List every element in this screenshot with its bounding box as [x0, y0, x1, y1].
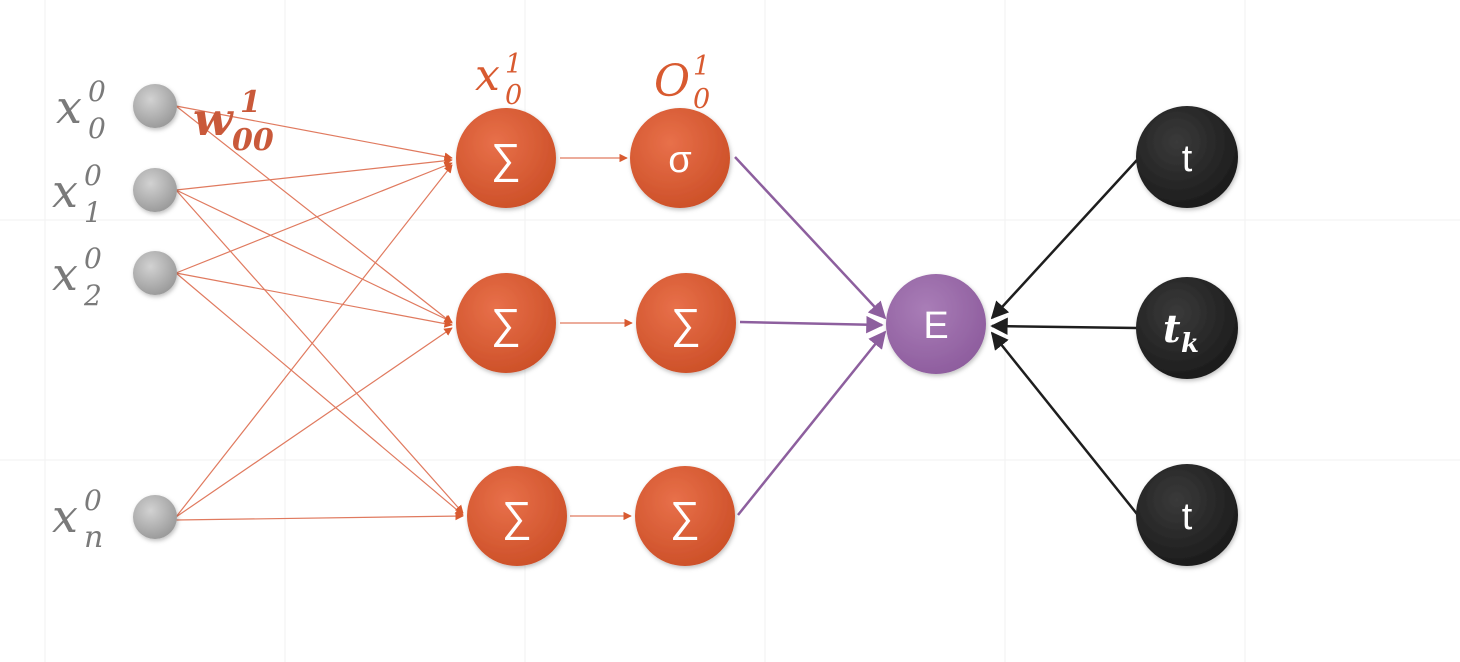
activation-node-1-label: ∑ — [671, 300, 701, 347]
svg-text:0: 0 — [693, 84, 710, 115]
target-node-2 — [1136, 464, 1238, 566]
svg-text:1: 1 — [240, 85, 261, 120]
target-node-0 — [1136, 106, 1238, 208]
sum-label: x 1 0 — [475, 49, 522, 111]
edge-x0-s0 — [175, 105, 453, 161]
activation-node-2 — [635, 466, 735, 566]
svg-text:1: 1 — [505, 49, 522, 80]
activation-layer — [630, 108, 736, 566]
input-label-0-sup: 0 — [88, 75, 106, 108]
error-edges — [734, 156, 887, 516]
input-label-1-sub: 1 — [84, 196, 102, 229]
sum-layer — [456, 108, 567, 566]
input-label-2: x — [52, 247, 78, 301]
input-edges — [175, 105, 464, 521]
input-layer — [133, 84, 177, 539]
edge-x2-s2 — [175, 272, 464, 516]
target-node-2-label: t — [1182, 496, 1193, 538]
input-label-2-sub: 2 — [83, 279, 102, 312]
input-label-1: x — [52, 164, 78, 218]
target-layer — [1136, 106, 1238, 566]
error-node-label: E — [923, 305, 948, 347]
activation-node-2-label: ∑ — [670, 493, 700, 540]
input-node-1 — [133, 168, 177, 212]
edge-x1-s0 — [175, 156, 453, 191]
input-label-n-sub: n — [84, 520, 103, 555]
input-label-0-sub: 0 — [88, 112, 106, 145]
edge-x0-s2 — [175, 189, 464, 514]
edge-x2-s0 — [175, 161, 453, 274]
sum-node-0 — [456, 108, 556, 208]
input-node-n — [133, 495, 177, 539]
input-labels: x 0 0 x 0 1 x 0 2 x 0 n — [52, 75, 106, 555]
input-node-2 — [133, 251, 177, 295]
target-node-labels: t t k t — [1163, 138, 1199, 538]
sum-node-1 — [456, 273, 556, 373]
edge-x2-s1 — [175, 272, 453, 328]
svg-text:0: 0 — [505, 80, 522, 111]
input-label-0: x — [56, 80, 82, 134]
svg-text:00: 00 — [232, 123, 274, 158]
svg-text:x: x — [475, 50, 500, 101]
target-edges — [990, 159, 1138, 515]
sum-node-labels: ∑ ∑ ∑ — [491, 135, 532, 540]
output-label: O 1 0 — [654, 51, 710, 115]
target-node-0-label: t — [1182, 138, 1193, 180]
activation-node-0-label: σ — [668, 139, 691, 181]
sum-node-2 — [467, 466, 567, 566]
svg-text:1: 1 — [693, 51, 710, 82]
activation-node-1 — [636, 273, 736, 373]
input-label-n: x — [52, 489, 78, 543]
edge-xn-s0 — [175, 164, 453, 518]
input-label-2-sup: 0 — [84, 242, 102, 275]
svg-text:O: O — [654, 56, 690, 107]
weight-label: w 1 00 — [193, 85, 274, 158]
activation-node-labels: σ ∑ ∑ — [668, 139, 701, 540]
target-node-k — [1136, 277, 1238, 379]
sum-node-0-label: ∑ — [491, 135, 521, 182]
target-node-k-sub: k — [1181, 329, 1199, 359]
edge-xn-s2 — [175, 511, 464, 521]
target-node-k-label: t — [1163, 306, 1181, 351]
input-node-0 — [133, 84, 177, 128]
input-label-1-sup: 0 — [84, 159, 102, 192]
error-node: E — [886, 274, 986, 374]
svg-text:w: w — [193, 92, 234, 146]
edge-x0-s1 — [175, 105, 453, 324]
input-label-n-sup: 0 — [84, 484, 102, 517]
edge-x1-s1 — [175, 189, 453, 323]
sum-node-2-label: ∑ — [502, 493, 532, 540]
edge-xn-s1 — [175, 327, 453, 518]
sum-node-1-label: ∑ — [491, 300, 521, 347]
sum-activation-edges — [560, 153, 633, 521]
activation-node-0 — [630, 108, 730, 208]
